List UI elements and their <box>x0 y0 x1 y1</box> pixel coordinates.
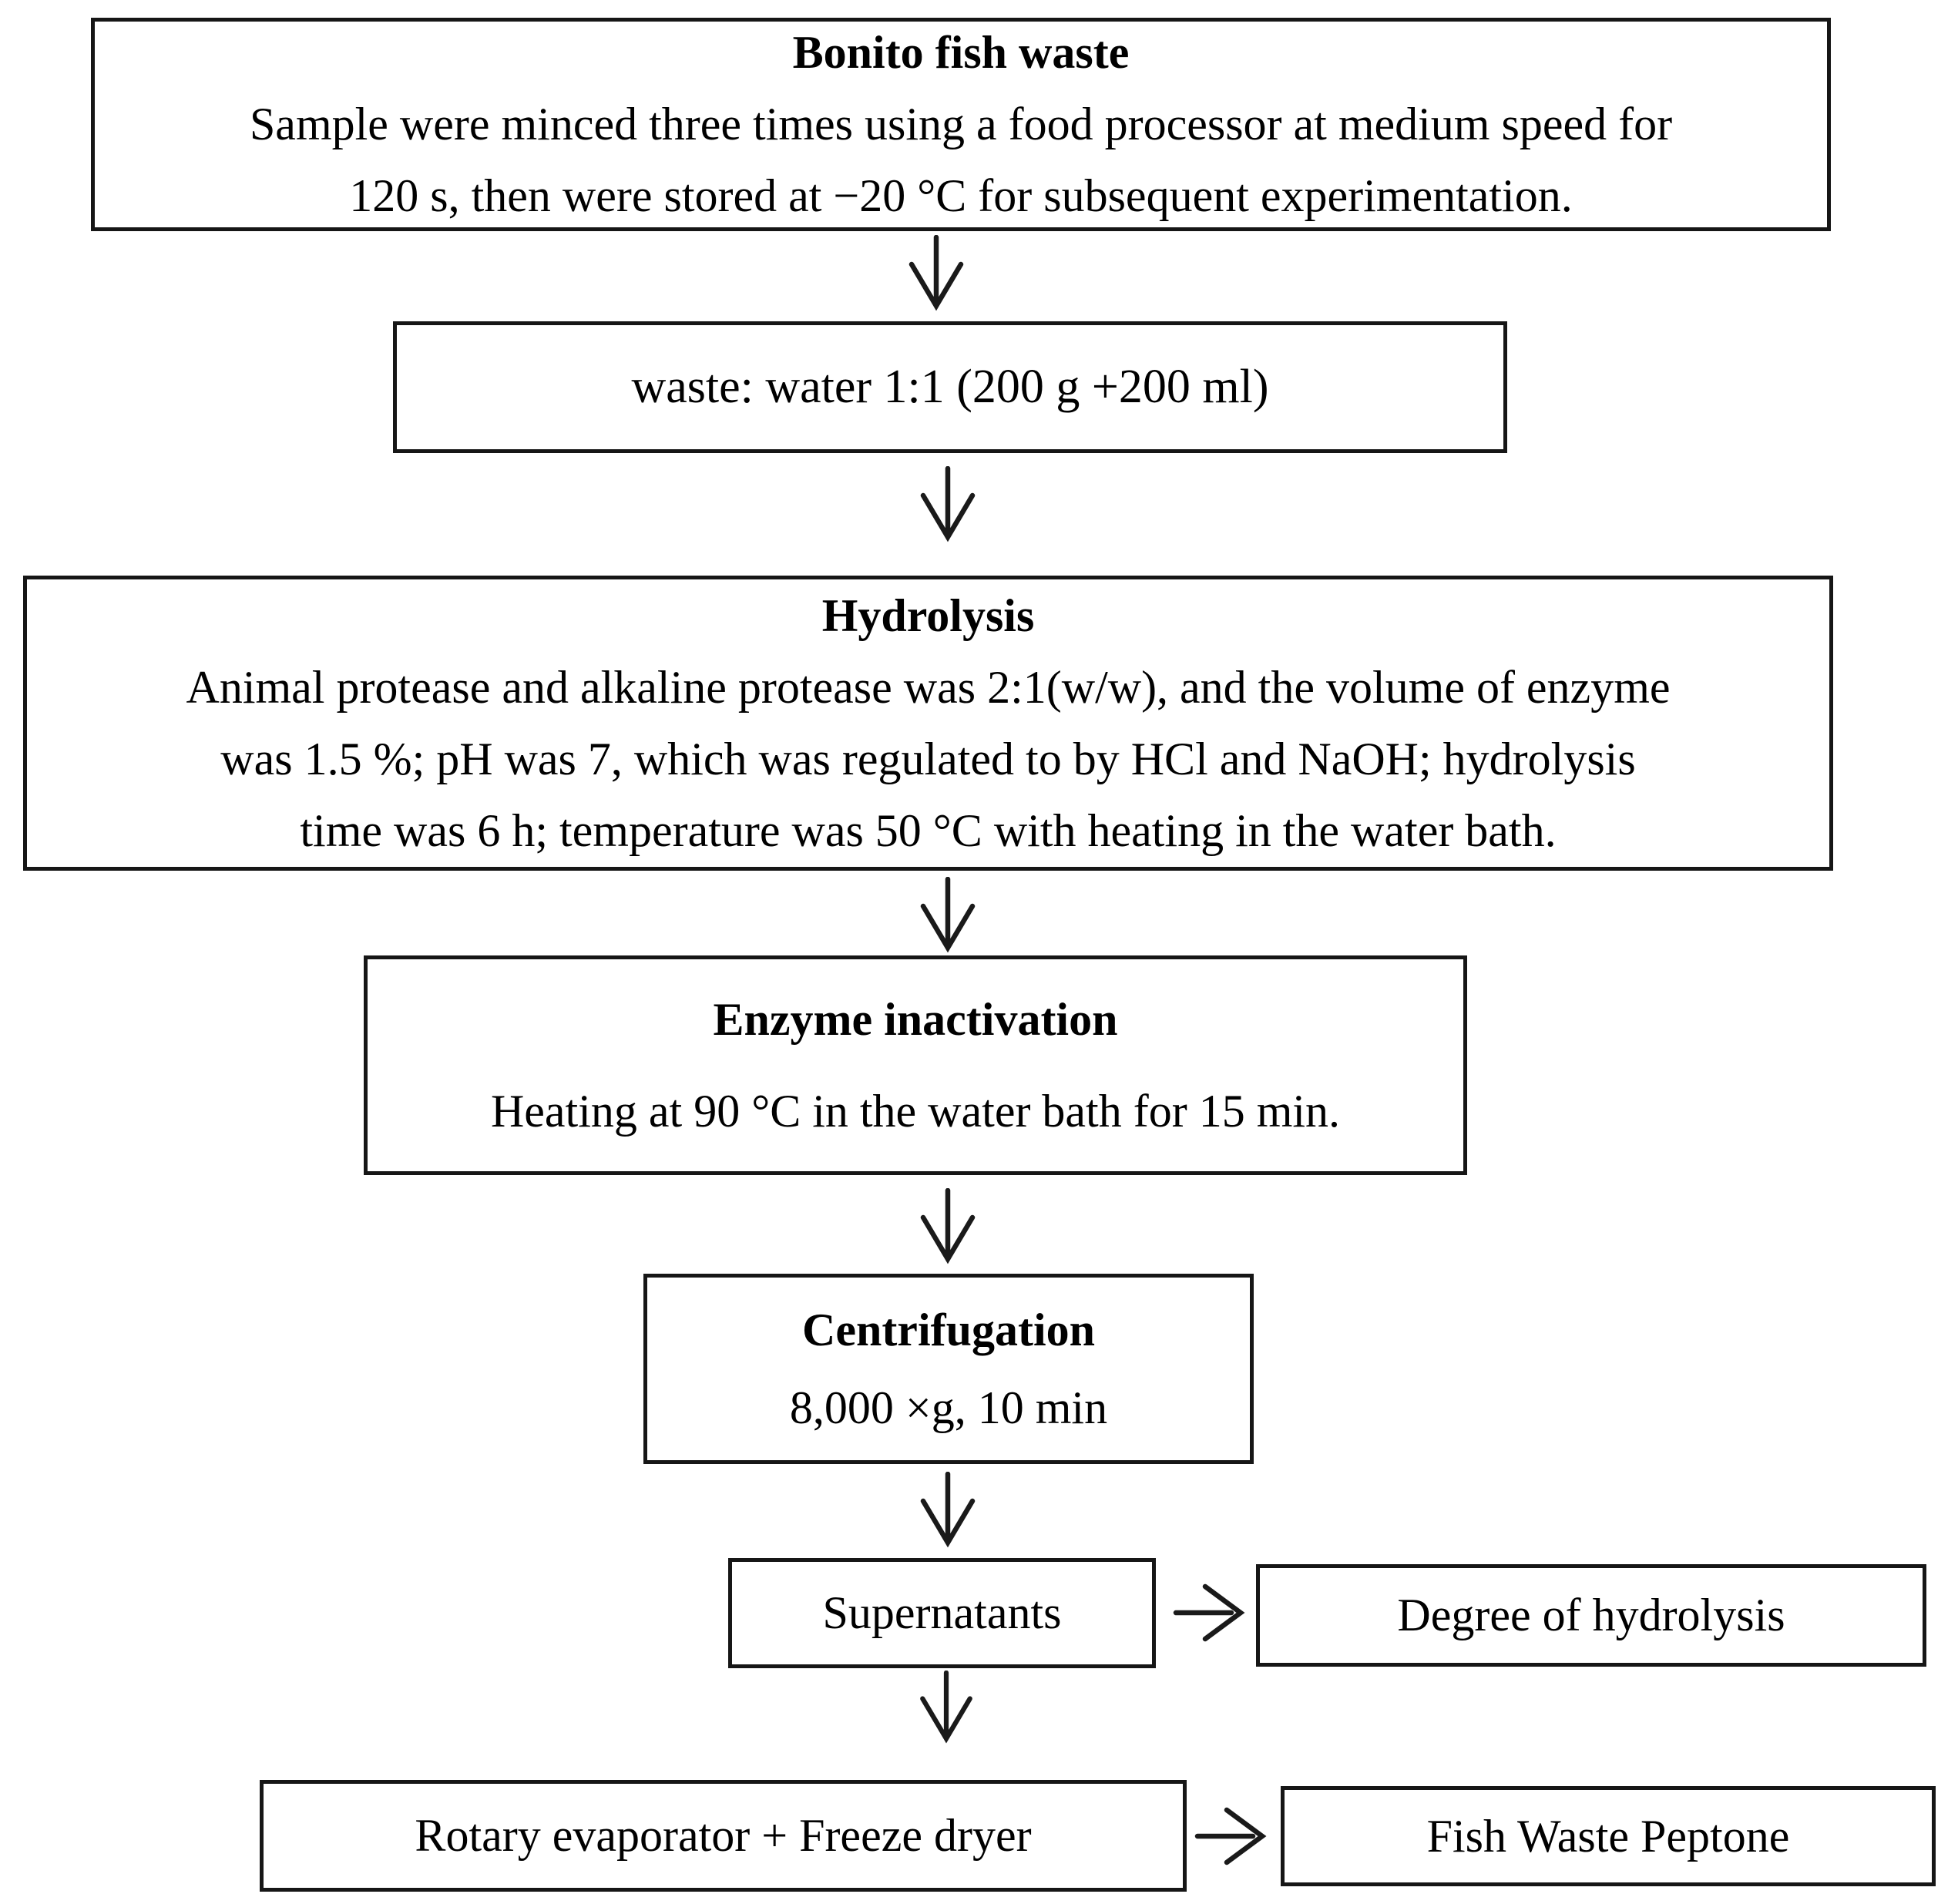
step-description-line: 8,000 ×g, 10 min <box>789 1382 1108 1433</box>
step-description-line: 120 s, then were stored at −20 °C for su… <box>349 170 1573 221</box>
step-description-line: Animal protease and alkaline protease wa… <box>186 661 1671 713</box>
step-title: Bonito fish waste <box>792 27 1130 78</box>
step-title: Enzyme inactivation <box>713 993 1118 1045</box>
step-enzyme-inactivation: Enzyme inactivation Heating at 90 °C in … <box>364 955 1467 1175</box>
arrow-down-icon <box>920 1472 976 1548</box>
step-description-line: was 1.5 %; pH was 7, which was regulated… <box>220 733 1636 784</box>
arrow-down-icon <box>920 1188 976 1264</box>
arrow-right-icon <box>1173 1583 1245 1642</box>
step-centrifugation: Centrifugation 8,000 ×g, 10 min <box>643 1274 1254 1464</box>
step-supernatants: Supernatants <box>728 1558 1156 1668</box>
output-text: Degree of hydrolysis <box>1397 1590 1785 1640</box>
step-hydrolysis: Hydrolysis Animal protease and alkaline … <box>23 576 1833 871</box>
step-waste-water-ratio: waste: water 1:1 (200 g +200 ml) <box>393 321 1507 453</box>
output-text: Fish Waste Peptone <box>1426 1810 1790 1862</box>
step-description-line: Heating at 90 °C in the water bath for 1… <box>490 1085 1341 1137</box>
step-rotary-evaporator-freeze-dryer: Rotary evaporator + Freeze dryer <box>260 1780 1187 1892</box>
step-bonito-fish-waste: Bonito fish waste Sample were minced thr… <box>91 18 1831 231</box>
arrow-down-icon <box>920 466 976 542</box>
step-text: Supernatants <box>822 1587 1062 1638</box>
arrow-down-icon <box>908 235 964 311</box>
step-text: Rotary evaporator + Freeze dryer <box>415 1810 1032 1861</box>
arrow-down-icon <box>920 877 976 953</box>
step-title: Centrifugation <box>802 1304 1095 1355</box>
step-description-line: time was 6 h; temperature was 50 °C with… <box>300 804 1557 856</box>
arrow-right-icon <box>1194 1807 1267 1865</box>
output-degree-of-hydrolysis: Degree of hydrolysis <box>1256 1564 1926 1667</box>
output-fish-waste-peptone: Fish Waste Peptone <box>1281 1786 1936 1886</box>
arrow-down-icon <box>920 1671 972 1744</box>
step-title: Hydrolysis <box>821 589 1035 641</box>
step-description-line: Sample were minced three times using a f… <box>249 99 1673 149</box>
step-text: waste: water 1:1 (200 g +200 ml) <box>631 361 1269 413</box>
